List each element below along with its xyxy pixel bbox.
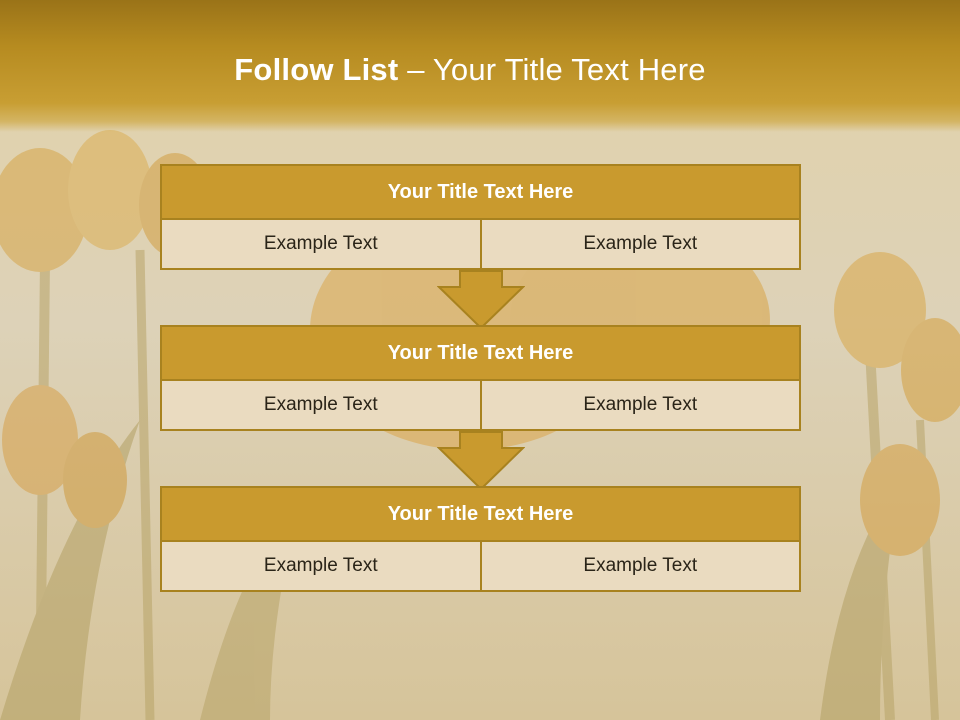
- block-row: Example Text Example Text: [160, 220, 801, 270]
- block-cell-right: Example Text: [481, 542, 801, 592]
- block-title: Your Title Text Here: [160, 486, 801, 542]
- slide-title: Follow List – Your Title Text Here: [0, 52, 940, 88]
- list-block-3: Your Title Text Here Example Text Exampl…: [160, 486, 801, 592]
- block-cell-right: Example Text: [481, 381, 801, 431]
- block-cell-right: Example Text: [481, 220, 801, 270]
- slide-title-strong: Follow List: [234, 52, 399, 87]
- block-title: Your Title Text Here: [160, 325, 801, 381]
- list-block-2: Your Title Text Here Example Text Exampl…: [160, 325, 801, 431]
- list-block-1: Your Title Text Here Example Text Exampl…: [160, 164, 801, 270]
- block-cell-left: Example Text: [160, 220, 482, 270]
- slide-title-rest: – Your Title Text Here: [398, 52, 706, 87]
- title-band: [0, 0, 960, 132]
- down-arrow-icon: [437, 270, 525, 330]
- block-cell-left: Example Text: [160, 542, 482, 592]
- block-cell-left: Example Text: [160, 381, 482, 431]
- block-title: Your Title Text Here: [160, 164, 801, 220]
- down-arrow-icon: [437, 431, 525, 491]
- block-row: Example Text Example Text: [160, 542, 801, 592]
- block-row: Example Text Example Text: [160, 381, 801, 431]
